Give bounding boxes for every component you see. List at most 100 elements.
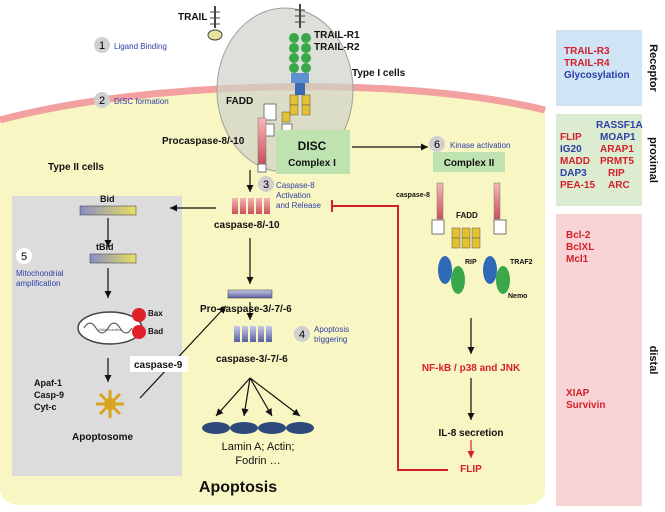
lamin-label: Lamin A; Actin; — [222, 441, 295, 453]
complex2-icon — [431, 182, 510, 294]
receptor-item: Glycosylation — [564, 70, 630, 81]
step-1-text: Ligand Binding — [114, 42, 167, 51]
distal-item: Mcl1 — [566, 254, 589, 265]
procaspase-icon — [257, 117, 267, 173]
caspase-8-10-icon — [232, 198, 270, 214]
step-6-number: 6 — [434, 139, 440, 151]
complex2-label: Complex II — [444, 158, 495, 169]
apoptosome-label: Apoptosome — [72, 432, 134, 443]
step-3-number: 3 — [263, 179, 269, 191]
proximal-item: RIP — [608, 168, 625, 179]
pro-caspase-3-7-6-label: Pro-caspase-3/-7/-6 — [200, 304, 292, 315]
proximal-box — [556, 114, 642, 206]
fadd2-label: FADD — [456, 211, 478, 220]
distal-item: XIAP — [566, 388, 590, 399]
proximal-item: PRMT5 — [600, 156, 634, 167]
trail-label: TRAIL — [178, 12, 207, 23]
bid-label: Bid — [100, 194, 115, 204]
step-4-text-2: triggering — [314, 335, 347, 344]
apaf1-label: Apaf-1 — [34, 378, 62, 388]
step-6-marker: 6 Kinase activation — [429, 136, 510, 152]
pro-caspase-3-7-6-bar — [227, 289, 273, 299]
rip-label: RIP — [465, 259, 477, 266]
step-1-marker: 1 Ligand Binding — [94, 37, 167, 53]
bad-label: Bad — [148, 327, 163, 336]
bax-label: Bax — [148, 309, 163, 318]
procaspase-label: Procaspase-8/-10 — [162, 136, 245, 147]
distal-title: distal — [647, 346, 659, 375]
caspase-9-label: caspase-9 — [134, 360, 183, 371]
distal-item: Bcl-2 — [566, 230, 591, 241]
step-2-marker: 2 DISC formation — [94, 92, 169, 108]
nemo-label: Nemo — [508, 293, 527, 300]
type2-label: Type II cells — [48, 162, 104, 173]
tbid-bar — [89, 253, 137, 264]
bid-bar — [79, 205, 137, 216]
distal-box — [556, 214, 642, 506]
caspase-9-box — [130, 356, 188, 372]
trail-receptor-icon — [263, 4, 311, 137]
step-4-marker: 4 Apoptosis triggering — [294, 325, 349, 344]
receptor-item: TRAIL-R4 — [564, 58, 610, 69]
step-6-text: Kinase activation — [450, 141, 510, 150]
step-2-number: 2 — [99, 95, 105, 107]
type1-label: Type I cells — [352, 68, 406, 79]
proximal-item: IG20 — [560, 144, 582, 155]
proximal-item: ARC — [608, 180, 630, 191]
caspase-8-10-label: caspase-8/-10 — [214, 220, 280, 231]
pathway-arrows — [104, 143, 475, 458]
apoptosis-label: Apoptosis — [199, 479, 277, 496]
disc-box — [276, 130, 350, 174]
cytc-label: Cyt-c — [34, 402, 57, 412]
receptor-box — [556, 30, 642, 106]
casp9-label: Casp-9 — [34, 390, 64, 400]
step-5-number: 5 — [21, 251, 27, 263]
caspase-8-small-label: caspase-8 — [396, 192, 430, 199]
step-2-text: DISC formation — [114, 97, 169, 106]
step-3-marker: 3 Caspase-8 Activation and Release — [258, 176, 321, 210]
step-5-marker: 5 Mitochondrial amplification — [16, 248, 64, 288]
proximal-item: PEA-15 — [560, 180, 595, 191]
caspase-3-7-6-label: caspase-3/-7/-6 — [216, 354, 288, 365]
complex1-label: Complex I — [288, 158, 336, 169]
distal-item: Survivin — [566, 400, 605, 411]
step-1-number: 1 — [99, 40, 105, 52]
step-3-text-1: Caspase-8 — [276, 181, 315, 190]
mitochondria-label: Mitochondria — [99, 327, 123, 332]
proximal-item: FLIP — [560, 132, 582, 143]
proximal-item: ARAP1 — [600, 144, 634, 155]
caspase-3-7-6-icon — [234, 326, 272, 342]
nfkb-label: NF-kB / p38 and JNK — [422, 363, 521, 374]
mitochondria-icon — [77, 308, 146, 345]
step-3-text-3: and Release — [276, 201, 321, 210]
proximal-item: RASSF1A — [596, 120, 643, 131]
step-3-text-2: Activation — [276, 191, 311, 200]
disc-label: DISC — [298, 139, 327, 153]
fadd-label: FADD — [226, 96, 253, 107]
trail-r2-label: TRAIL-R2 — [314, 42, 360, 53]
proximal-item: MOAP1 — [600, 132, 636, 143]
il8-label: IL-8 secretion — [438, 428, 503, 439]
distal-item: BclXL — [566, 242, 594, 253]
proximal-title: proximal — [647, 137, 659, 183]
trail-r1-label: TRAIL-R1 — [314, 30, 360, 41]
trail-ligand-icon — [207, 6, 223, 41]
proximal-item: DAP3 — [560, 168, 587, 179]
tbid-label: tBid — [96, 242, 114, 252]
step-5-text-2: amplification — [16, 279, 60, 288]
step-5-text-1: Mitochondrial — [16, 269, 64, 278]
traf2-label: TRAF2 — [510, 259, 533, 266]
substrate-icons — [202, 422, 314, 434]
apoptosome-icon — [96, 390, 124, 418]
flip-label: FLIP — [460, 464, 482, 475]
flip-inhibition-line — [332, 205, 448, 471]
fodrin-label: Fodrin … — [235, 455, 280, 467]
receptor-item: TRAIL-R3 — [564, 46, 610, 57]
step-4-text-1: Apoptosis — [314, 325, 349, 334]
step-4-number: 4 — [299, 329, 305, 341]
complex2-box — [433, 152, 505, 172]
proximal-item: MADD — [560, 156, 590, 167]
receptor-title: Receptor — [647, 44, 659, 92]
